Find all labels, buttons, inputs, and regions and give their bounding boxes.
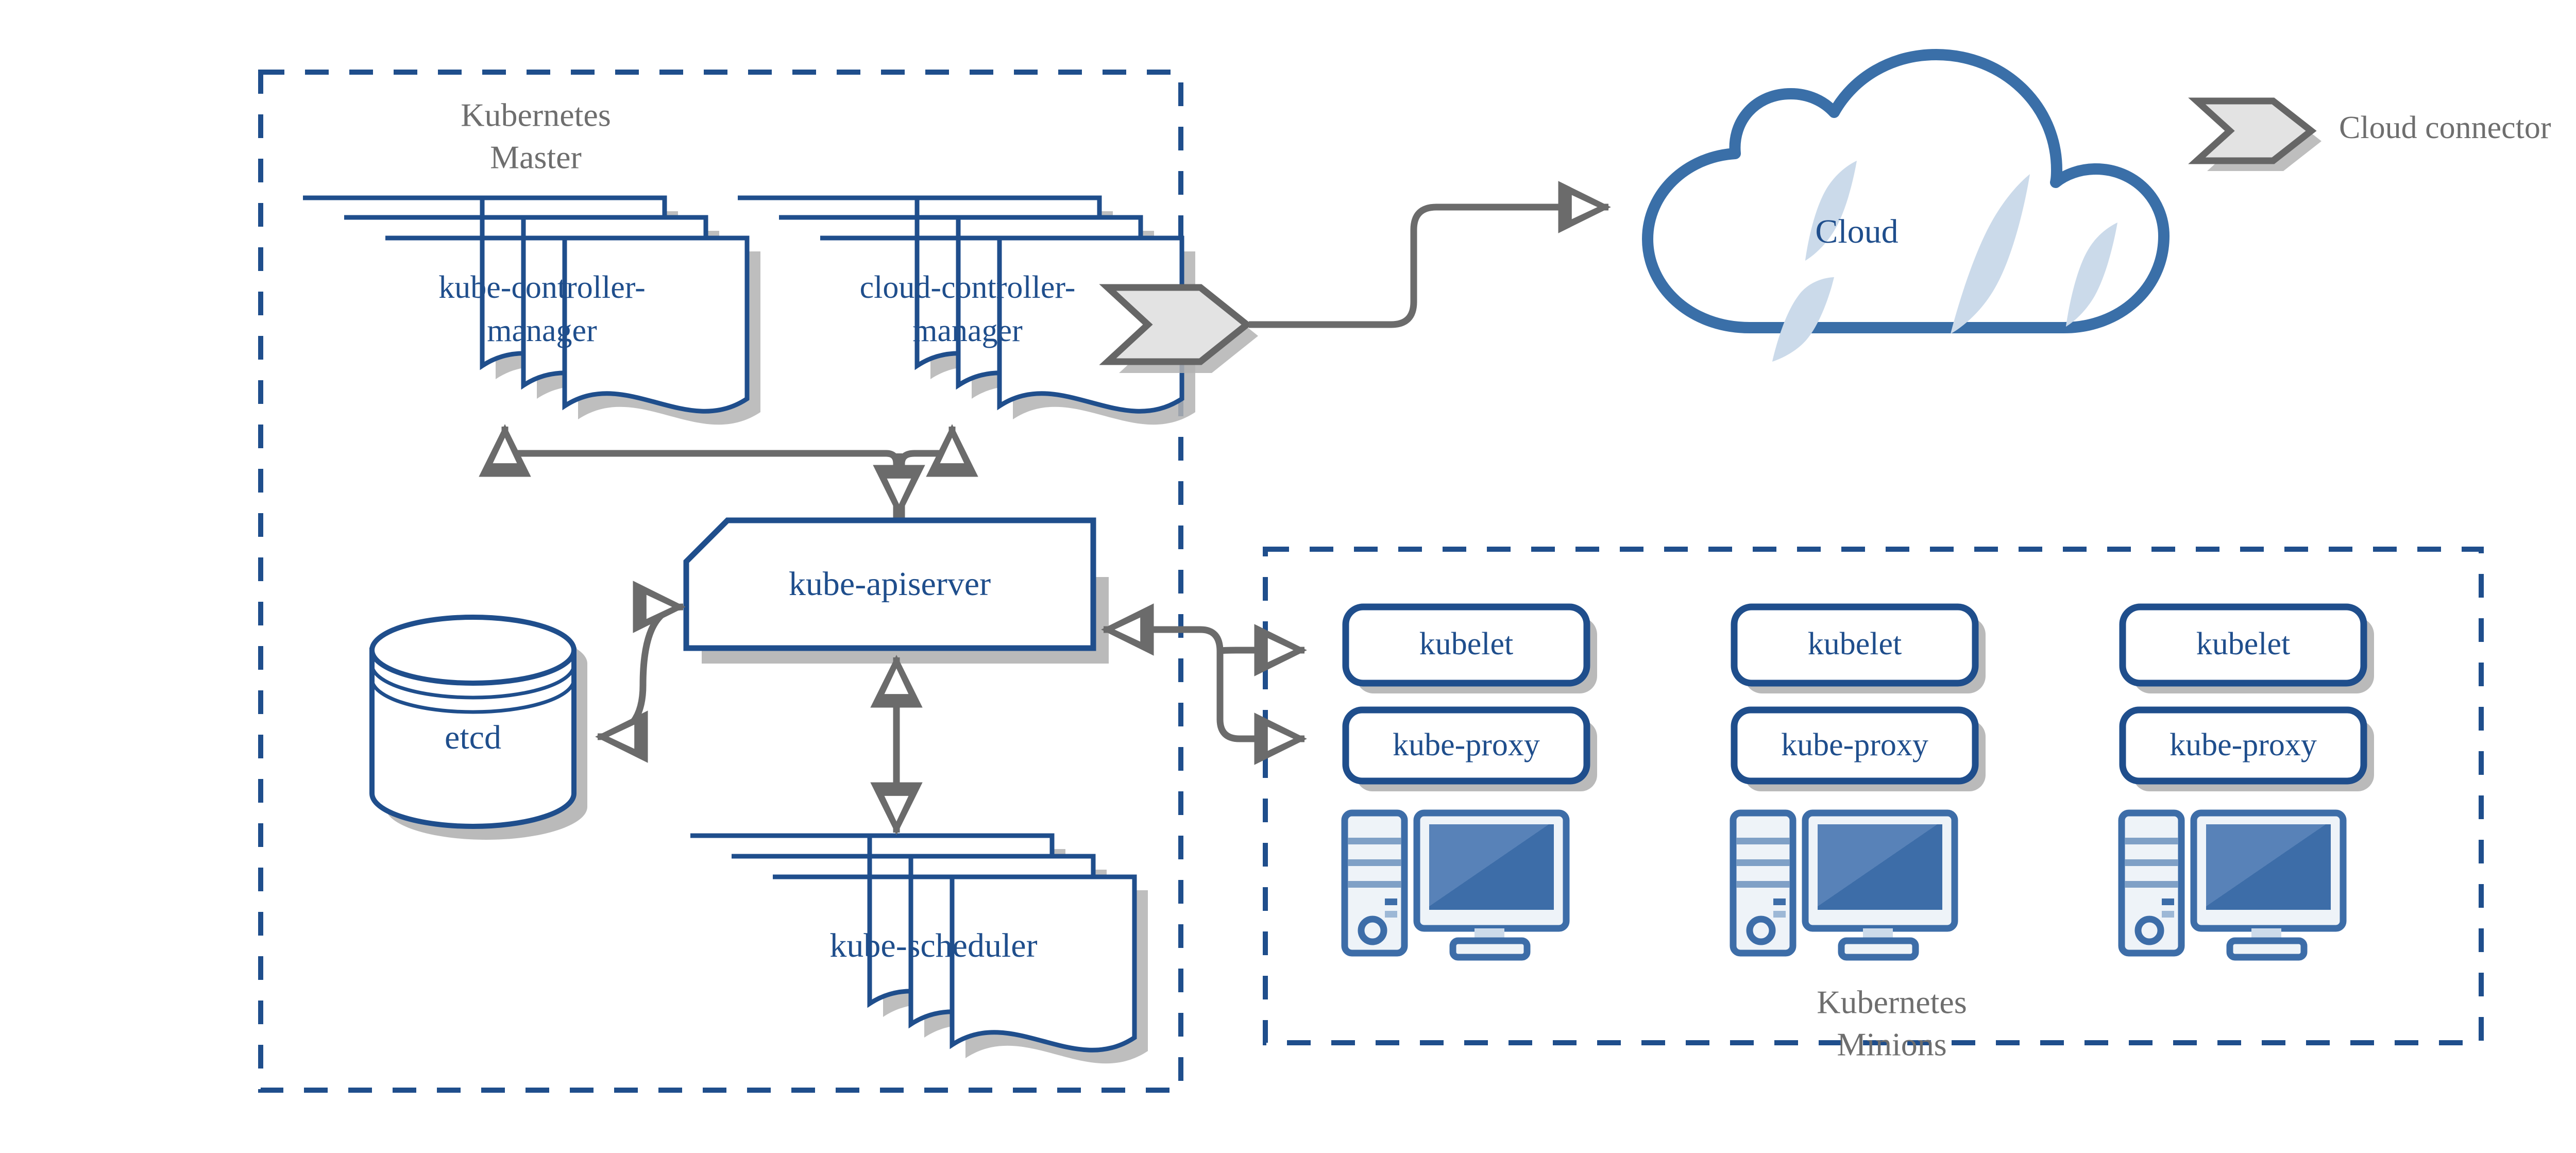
kubelet-box-2[interactable]	[1731, 603, 1979, 687]
cloud-shade-2	[1772, 277, 1834, 362]
chevron-body	[1099, 284, 1252, 365]
monitor-icon-1	[1413, 809, 1570, 961]
cloud-node[interactable]: Cloud	[1642, 49, 2170, 362]
etcd-node[interactable]: etcd	[369, 615, 587, 840]
kube-controller-manager-node[interactable]: kube-controller- manager	[303, 195, 760, 425]
legend-cloud-connector-label: Cloud connector	[2339, 110, 2551, 145]
apiserver-body	[683, 517, 1096, 651]
cloud-shade-1	[1805, 161, 1857, 261]
kubernetes-master-boundary	[258, 70, 1183, 1093]
cloud-controller-manager-label-line2: manager	[912, 313, 1023, 348]
kube-proxy-label-3: kube-proxy	[2170, 727, 2317, 762]
cloud-label: Cloud	[1815, 213, 1898, 250]
minion-node-1[interactable]: kubelet kube-proxy	[1341, 603, 1597, 961]
arrow-apiserver-to-kube-controller-manager	[479, 424, 900, 518]
kube-apiserver-node[interactable]: kube-apiserver	[683, 517, 1109, 664]
kubelet-label-3: kubelet	[2196, 626, 2291, 662]
etcd-label: etcd	[445, 719, 501, 756]
doc-sheet-front	[385, 235, 750, 414]
pc-tower-icon-2	[1730, 809, 1797, 957]
monitor-icon-2	[1802, 809, 1958, 961]
kube-proxy-box-2[interactable]	[1731, 706, 1979, 785]
master-group-title-line2: Master	[490, 139, 582, 176]
cloud-controller-manager-label-line1: cloud-controller-	[860, 270, 1076, 305]
kube-proxy-label-2: kube-proxy	[1781, 727, 1928, 762]
pc-tower-icon-1	[1341, 809, 1408, 957]
master-group-title-line1: Kubernetes	[461, 97, 611, 133]
kube-proxy-label-1: kube-proxy	[1393, 727, 1540, 762]
kube-scheduler-label: kube-scheduler	[829, 927, 1037, 964]
arrow-apiserver-to-kubelet	[1216, 624, 1307, 676]
kube-apiserver-label: kube-apiserver	[789, 565, 991, 603]
minion-node-3[interactable]: kubelet kube-proxy	[2118, 603, 2374, 961]
cloud-shade-4	[2066, 223, 2117, 327]
kube-scheduler-node[interactable]: kube-scheduler	[690, 833, 1148, 1064]
minions-group-title-line2: Minions	[1837, 1026, 1946, 1063]
legend-cloud-connector-icon	[2188, 97, 2317, 164]
arrow-apiserver-to-cloud-controller-manager	[898, 424, 978, 518]
kube-controller-manager-label-line1: kube-controller-	[438, 270, 646, 305]
arrow-cloud-connector-to-cloud	[1249, 181, 1611, 328]
cloud-outline	[1642, 49, 2170, 333]
pc-tower-icon-3	[2118, 809, 2185, 957]
kube-controller-manager-label-line2: manager	[487, 313, 597, 348]
etcd-rib-2	[370, 679, 576, 714]
legend: Cloud connector	[2188, 97, 2551, 171]
doc-sheet-front	[820, 235, 1184, 414]
monitor-icon-3	[2190, 809, 2347, 961]
cloud-controller-manager-node[interactable]: cloud-controller- manager	[738, 195, 1195, 425]
minions-group-title-line1: Kubernetes	[1817, 984, 1967, 1021]
etcd-rib-1	[370, 664, 576, 700]
doc-sheet-front	[773, 874, 1137, 1053]
kubelet-box-3[interactable]	[2119, 603, 2367, 687]
arrow-minions-to-apiserver	[1101, 603, 1307, 765]
arrow-etcd-to-apiserver	[595, 581, 686, 763]
etcd-cylinder-top	[369, 615, 577, 686]
kube-proxy-box-3[interactable]	[2119, 706, 2367, 785]
kubelet-label-2: kubelet	[1808, 626, 1902, 662]
cloud-shade-3	[1951, 174, 2030, 334]
kubelet-label-1: kubelet	[1419, 626, 1514, 662]
minion-node-2[interactable]: kubelet kube-proxy	[1730, 603, 1986, 961]
cloud-connector-chevron-icon[interactable]	[1099, 284, 1258, 373]
kubernetes-minions-boundary	[1263, 547, 2484, 1045]
kube-proxy-box-1[interactable]	[1342, 706, 1590, 785]
kubelet-box-1[interactable]	[1342, 603, 1590, 687]
